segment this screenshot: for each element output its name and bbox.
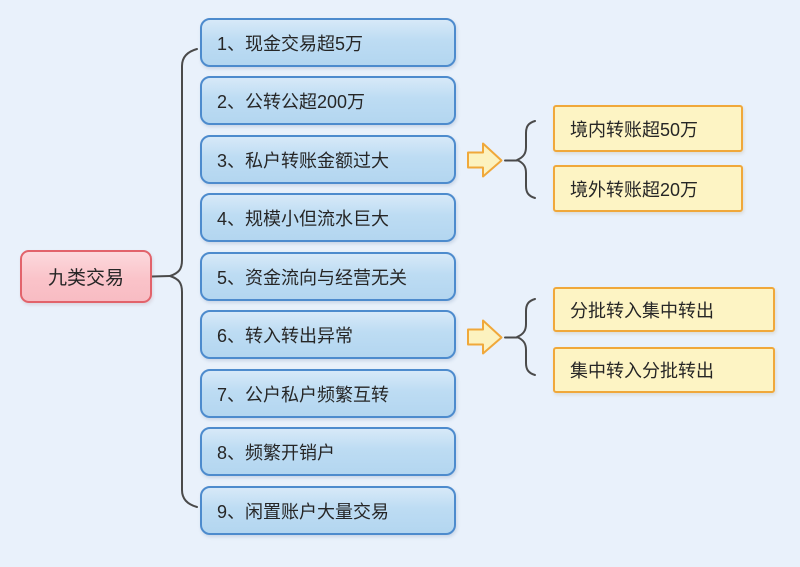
leaf-node-domestic-transfer[interactable]: 境内转账超50万 [553,105,743,152]
brace-connector-main [169,48,198,508]
right-arrow-icon-1 [467,142,503,178]
leaf-node-overseas-transfer[interactable]: 境外转账超20万 [553,165,743,212]
leaf-node-label: 境内转账超50万 [570,119,699,140]
leaf-node-label: 集中转入分批转出 [570,361,714,381]
branch-node-4[interactable]: 4、规模小但流水巨大 [200,193,456,242]
branch-node-label: 8、频繁开销户 [217,442,336,463]
brace-connector-2 [516,298,536,376]
branch-node-label: 3、私户转账金额过大 [217,150,390,171]
branch-node-1[interactable]: 1、现金交易超5万 [200,18,456,67]
branch-node-9[interactable]: 9、闲置账户大量交易 [200,486,456,535]
branch-node-label: 2、公转公超200万 [217,91,366,112]
right-arrow-icon-2 [467,319,503,355]
branch-node-label: 9、闲置账户大量交易 [217,501,390,522]
branch-node-label: 7、公户私户频繁互转 [217,384,390,405]
leaf-node-batch-in-concentrated-out[interactable]: 分批转入集中转出 [553,287,775,332]
brace-connector-1 [516,120,536,199]
branch-node-7[interactable]: 7、公户私户频繁互转 [200,369,456,418]
root-node[interactable]: 九类交易 [20,250,152,303]
branch-node-label: 4、规模小但流水巨大 [217,208,390,229]
branch-node-5[interactable]: 5、资金流向与经营无关 [200,252,456,301]
branch-node-3[interactable]: 3、私户转账金额过大 [200,135,456,184]
branch-node-label: 1、现金交易超5万 [217,33,364,54]
branch-node-label: 5、资金流向与经营无关 [217,267,408,288]
leaf-node-label: 境外转账超20万 [570,179,699,200]
branch-node-2[interactable]: 2、公转公超200万 [200,76,456,125]
root-stem-line [151,275,171,278]
branch-node-8[interactable]: 8、频繁开销户 [200,427,456,476]
branch-node-6[interactable]: 6、转入转出异常 [200,310,456,359]
root-node-label: 九类交易 [47,268,124,289]
leaf-node-concentrated-in-batch-out[interactable]: 集中转入分批转出 [553,347,775,393]
leaf-node-label: 分批转入集中转出 [570,300,714,321]
branch-node-label: 6、转入转出异常 [217,325,354,346]
